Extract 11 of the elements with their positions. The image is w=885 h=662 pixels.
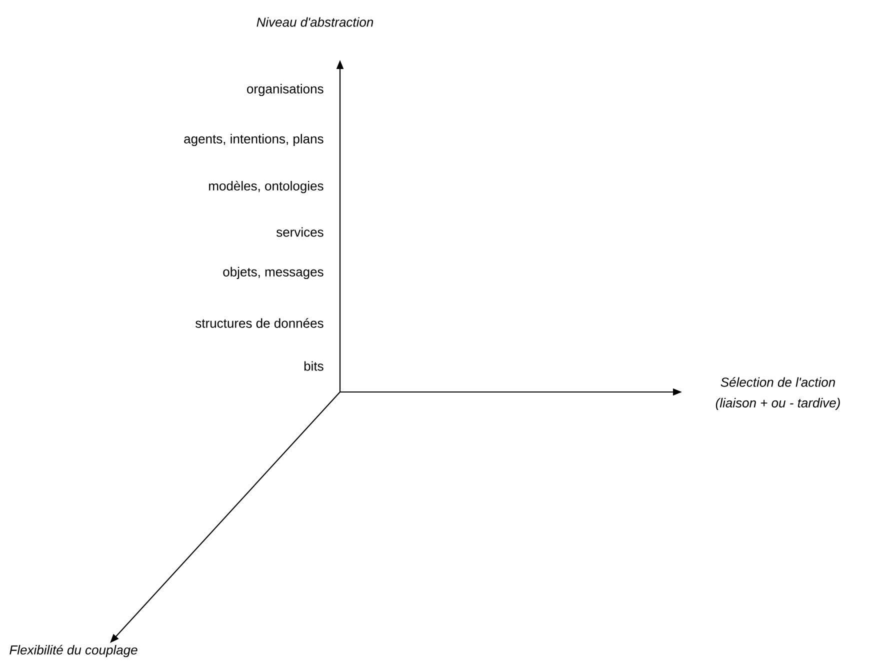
level-label: bits [304,361,324,371]
level-label: modèles, ontologies [209,180,324,194]
level-label: objets, messages [223,266,324,280]
axis-title: Niveau d'abstraction [256,17,374,27]
axis-title: Sélection de l'action [720,377,835,387]
level-label: structures de données [196,318,324,328]
level-label: agents, intentions, plans [184,134,324,146]
level-label: services [276,227,324,237]
level-label: organisations [247,84,324,96]
axis-title: (liaison + ou - tardive) [716,398,840,410]
axis-title: Flexibilité du couplage [10,644,138,658]
